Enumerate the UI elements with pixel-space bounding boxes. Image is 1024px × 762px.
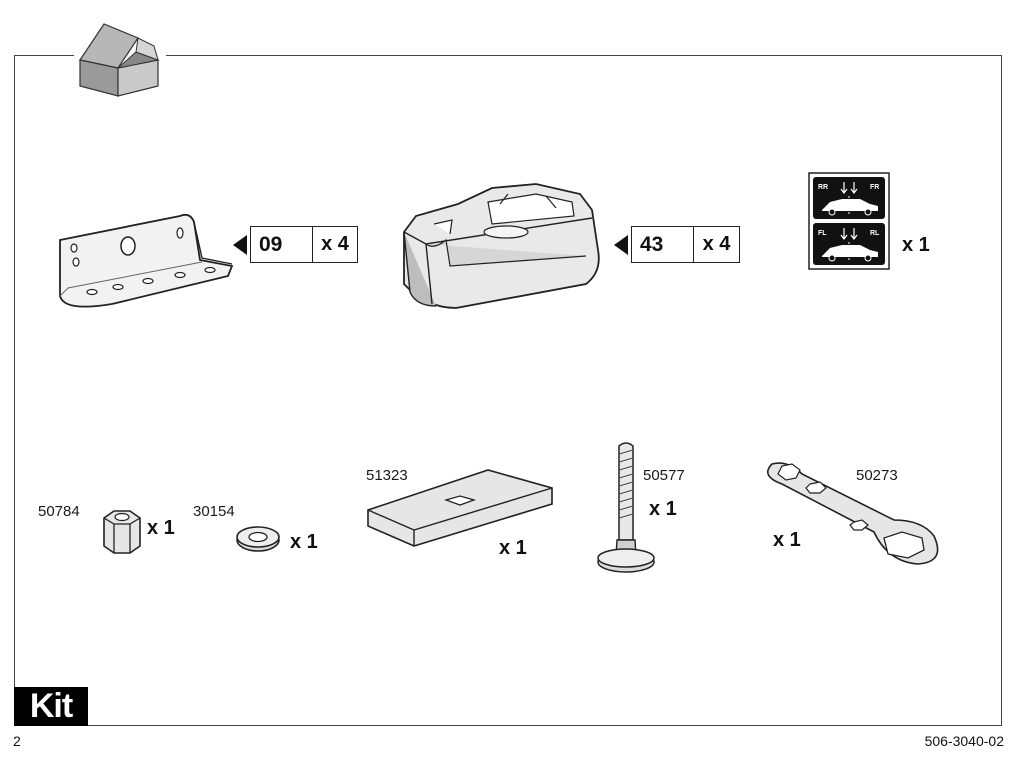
foot-ref-code: 43 xyxy=(632,227,694,262)
reference-arrow-icon xyxy=(614,235,628,255)
bolt-part-number: 50577 xyxy=(643,467,685,484)
foot-reference: 43 x 4 xyxy=(631,226,740,263)
box-icon xyxy=(74,16,166,100)
bolt-quantity: x 1 xyxy=(649,498,677,520)
bracket-ref-code: 09 xyxy=(251,227,313,262)
pad-part-number: 51323 xyxy=(366,467,408,484)
sticker-label-rr: RR xyxy=(818,184,828,191)
page-number: 2 xyxy=(13,733,21,749)
rubber-pad-illustration xyxy=(367,469,553,547)
mounting-bracket-illustration xyxy=(59,213,234,308)
bracket-reference: 09 x 4 xyxy=(250,226,358,263)
kit-badge: Kit xyxy=(14,687,88,726)
flat-wrench-illustration xyxy=(766,462,939,565)
foot-pad-illustration xyxy=(403,183,600,309)
sticker-quantity: x 1 xyxy=(902,234,930,256)
wrench-part-number: 50273 xyxy=(856,467,898,484)
nut-part-number: 50784 xyxy=(38,503,80,520)
pad-quantity: x 1 xyxy=(499,537,527,559)
washer-quantity: x 1 xyxy=(290,531,318,553)
position-sticker-illustration: RR FR FL RL xyxy=(808,172,890,270)
hex-nut-illustration xyxy=(103,510,141,554)
sticker-label-rl: RL xyxy=(870,230,880,237)
document-code: 506-3040-02 xyxy=(924,733,1004,749)
wrench-quantity: x 1 xyxy=(773,529,801,551)
sticker-label-fr: FR xyxy=(870,184,879,191)
carriage-bolt-illustration xyxy=(597,442,655,573)
reference-arrow-icon xyxy=(233,235,247,255)
nut-quantity: x 1 xyxy=(147,517,175,539)
sticker-label-fl: FL xyxy=(818,230,827,237)
washer-illustration xyxy=(236,526,280,552)
kit-frame xyxy=(14,55,1002,726)
washer-part-number: 30154 xyxy=(193,503,235,520)
foot-quantity: x 4 xyxy=(702,233,731,255)
bracket-quantity: x 4 xyxy=(321,233,349,255)
